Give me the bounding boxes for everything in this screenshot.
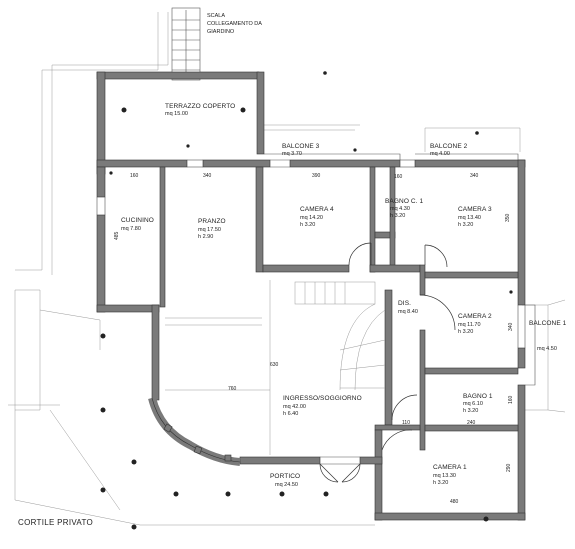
balcone1-label: BALCONE 1	[529, 320, 567, 327]
dim-label: 290	[506, 463, 512, 472]
camera2-area: mq 11.70	[458, 322, 481, 328]
dim-label: 160	[508, 395, 514, 404]
balcone2-label: BALCONE 2	[430, 143, 468, 150]
dim-label: 160	[394, 174, 403, 180]
balcone1-area: mq 4.50	[537, 346, 557, 352]
dim-label: 760	[228, 386, 237, 392]
ingresso-label: INGRESSO/SOGGIORNO	[283, 395, 362, 402]
ingresso-height: h 6.40	[283, 411, 298, 417]
camera1-label: CAMERA 1	[433, 464, 467, 471]
dim-label: 350	[505, 213, 511, 222]
dim-label: 390	[312, 173, 321, 179]
light-points	[100, 71, 513, 530]
camera2-height: h 3.20	[458, 329, 473, 335]
balcone3-label: BALCONE 3	[282, 143, 320, 150]
terrazzo-label: TERRAZZO COPERTO	[165, 103, 235, 110]
dim-label: 160	[130, 173, 139, 179]
walls	[96, 71, 526, 521]
stair-subtitle-1: COLLEGAMENTO DA	[207, 21, 262, 27]
stair-title: SCALA	[207, 13, 225, 19]
balcone3-area: mq 3.70	[282, 151, 302, 157]
bagno1-label: BAGNO 1	[463, 393, 493, 400]
dim-label: 340	[508, 322, 514, 331]
interior-stair	[294, 281, 386, 391]
camera3-area: mq 13.40	[458, 215, 481, 221]
ingresso-area: mq 42.00	[283, 404, 306, 410]
pranzo-height: h 2.90	[198, 234, 213, 240]
pranzo-area: mq 17.50	[198, 227, 221, 233]
bagno-c1-area: mq 4.30	[390, 206, 410, 212]
dim-label: 240	[467, 420, 476, 426]
courtyard-label: CORTILE PRIVATO	[18, 518, 93, 527]
camera4-height: h 3.20	[300, 222, 315, 228]
dim-label: 340	[203, 173, 212, 179]
bagno-c1-height: h 3.20	[390, 213, 405, 219]
dim-label: 480	[450, 499, 459, 505]
dim-label: 340	[470, 173, 479, 179]
camera1-height: h 3.20	[433, 480, 448, 486]
dim-label: 630	[270, 362, 279, 368]
windows	[96, 159, 526, 465]
camera3-height: h 3.20	[458, 222, 473, 228]
bagno-c1-label: BAGNO C. 1	[385, 198, 423, 205]
balcone2-area: mq 4.00	[430, 151, 450, 157]
terrazzo-area: mq 15.00	[165, 111, 188, 117]
dis-area: mq 8.40	[398, 309, 418, 315]
dim-label: 110	[402, 420, 410, 426]
camera2-label: CAMERA 2	[458, 313, 492, 320]
doors	[319, 242, 456, 483]
cucinino-area: mq 7.80	[121, 226, 141, 232]
bagno1-area: mq 6.10	[463, 401, 483, 407]
camera4-label: CAMERA 4	[300, 206, 334, 213]
camera4-area: mq 14.20	[300, 215, 323, 221]
cucinino-label: CUCININO	[121, 217, 154, 224]
portico-label: PORTICO	[270, 473, 300, 480]
camera1-area: mq 13.30	[433, 473, 456, 479]
stair-subtitle-2: GIARDINO	[207, 29, 235, 35]
garden-stair	[171, 7, 201, 81]
pranzo-label: PRANZO	[198, 218, 226, 225]
camera3-label: CAMERA 3	[458, 206, 492, 213]
site-outline	[8, 12, 566, 526]
portico-area: mq 24.50	[275, 482, 298, 488]
dim-label: 485	[114, 231, 120, 240]
bagno1-height: h 3.20	[463, 408, 478, 414]
dis-label: DIS.	[398, 300, 411, 307]
